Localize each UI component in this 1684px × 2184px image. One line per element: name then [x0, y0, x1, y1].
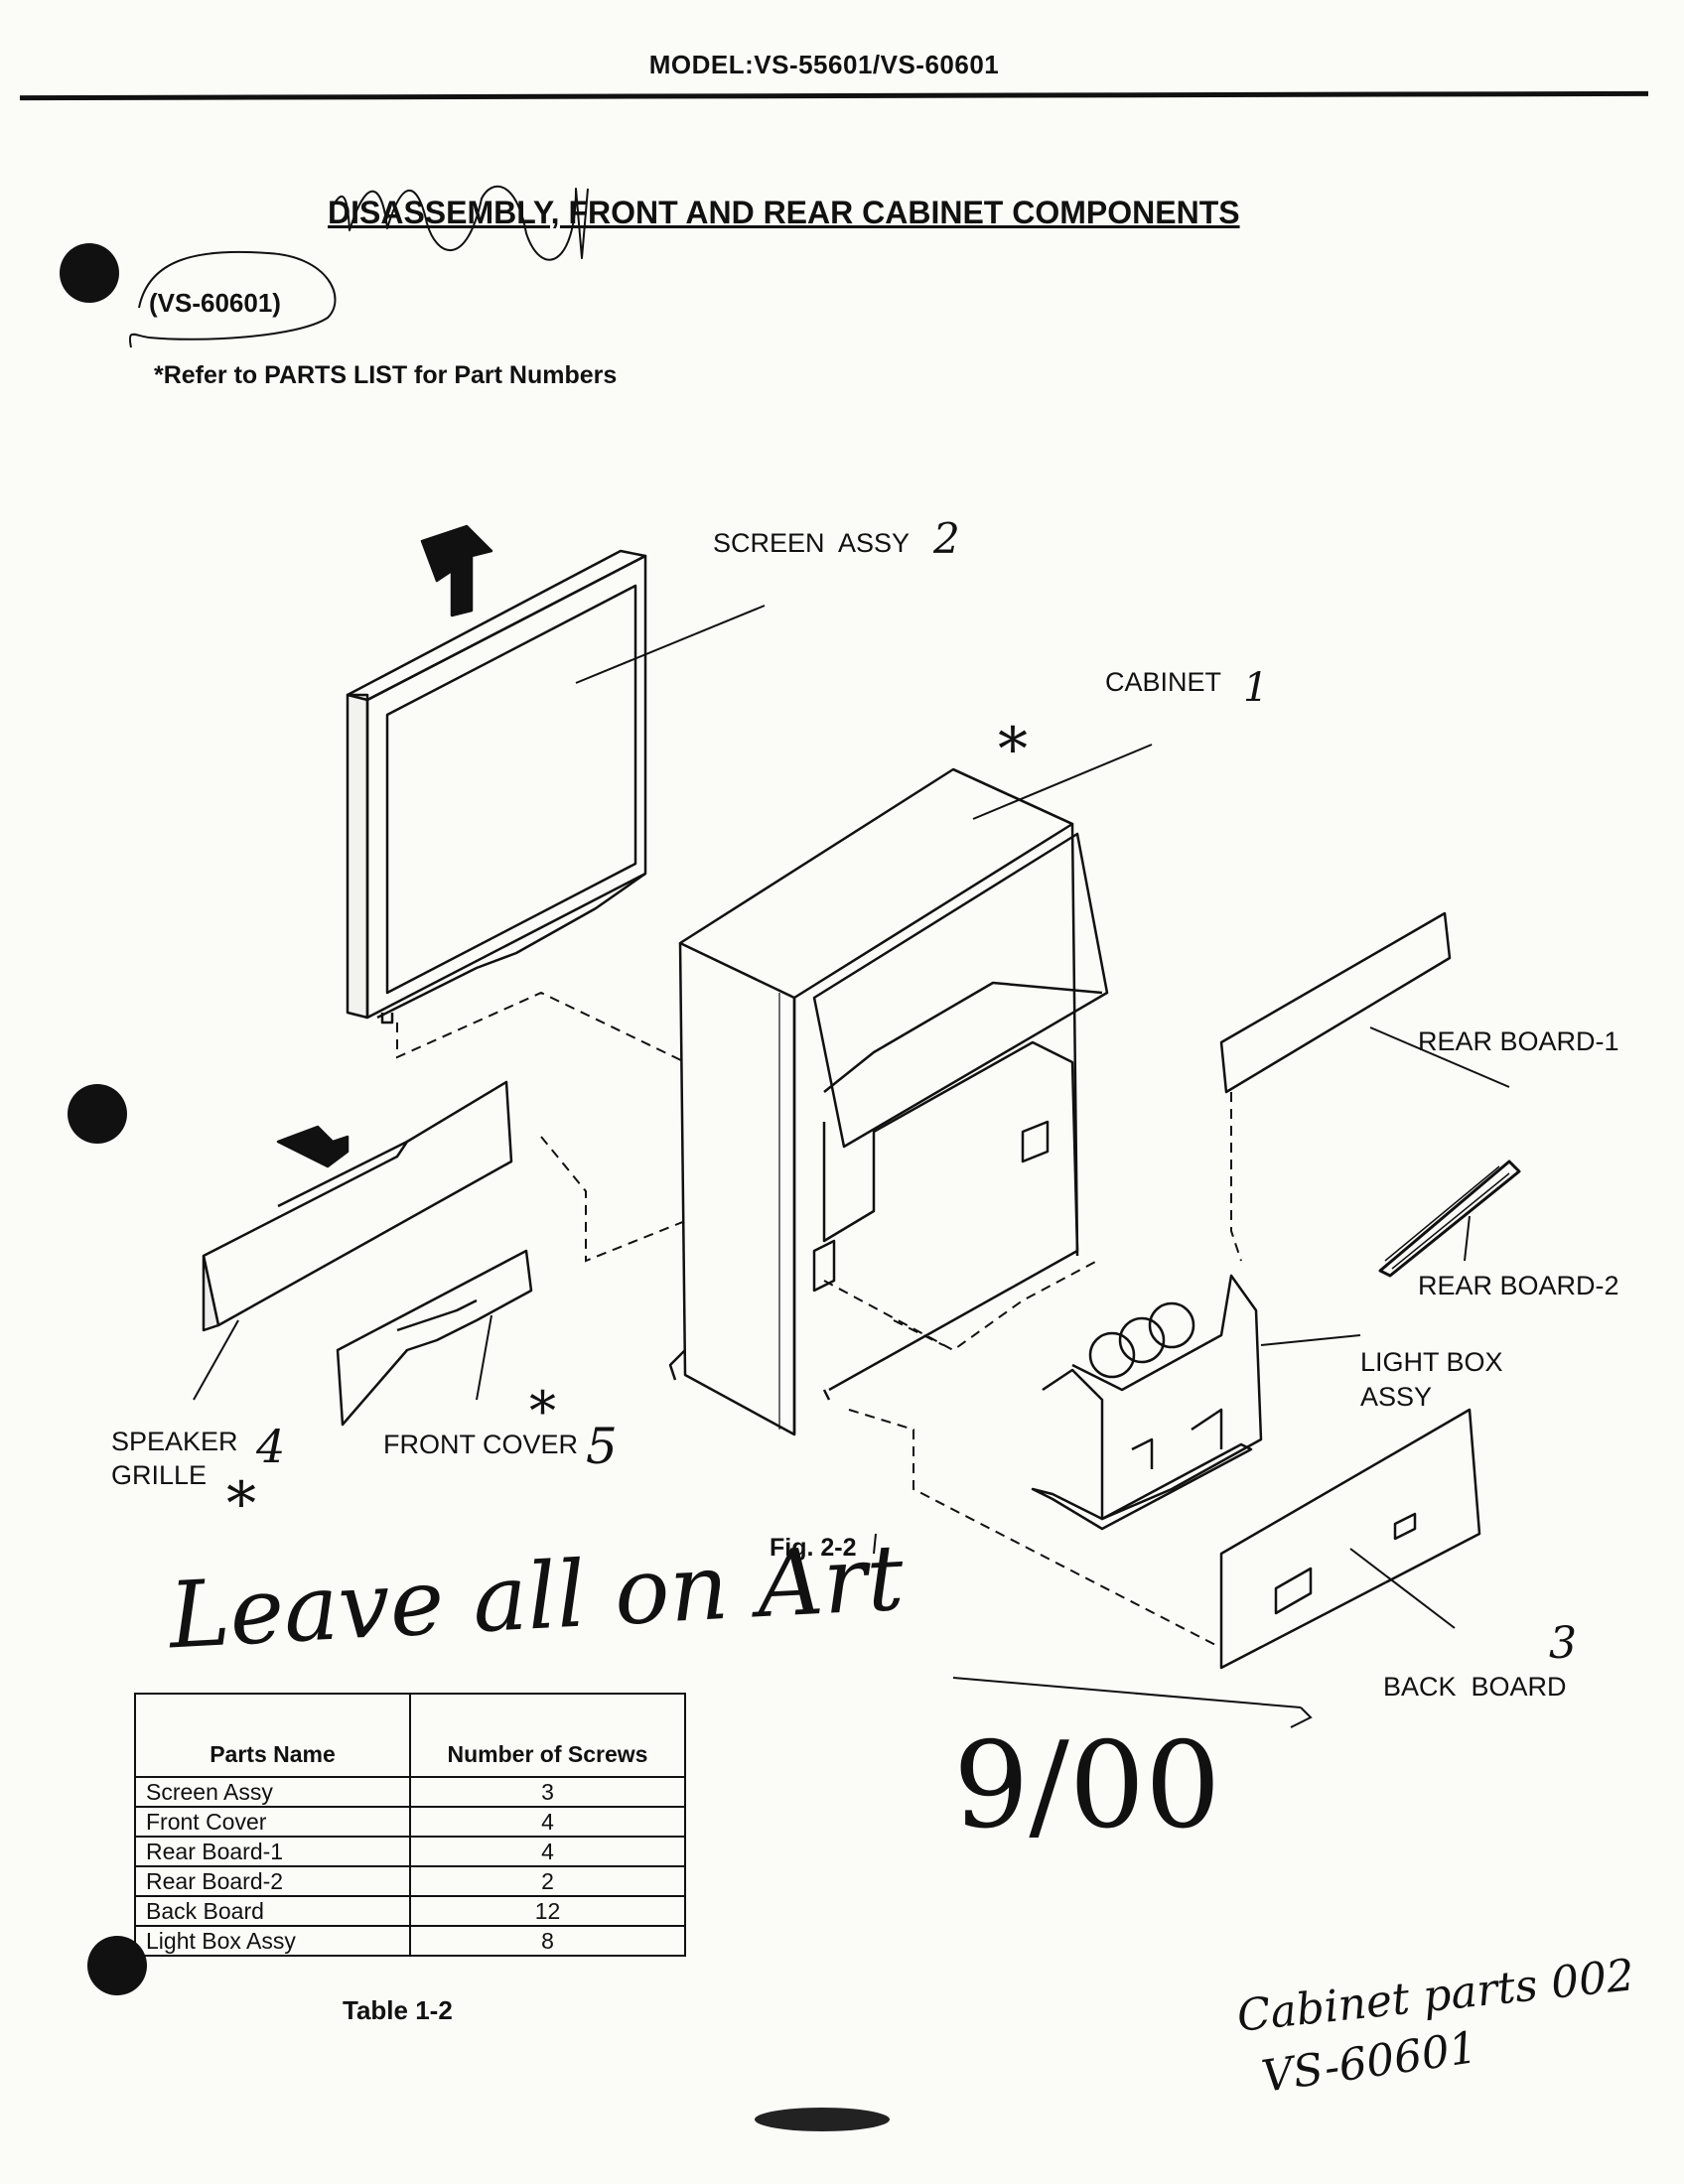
table-row: Screen Assy 3 [134, 1776, 686, 1808]
model-tag: (VS-60601) [149, 288, 281, 318]
part-name-cell: Rear Board-1 [134, 1836, 411, 1867]
refer-note: *Refer to PARTS LIST for Part Numbers [154, 361, 618, 389]
header-parts-name: Parts Name [134, 1693, 411, 1778]
handwritten-star-cabinet: * [998, 715, 1028, 784]
table-row: Back Board 12 [134, 1895, 686, 1927]
table-row: Front Cover 4 [134, 1806, 686, 1838]
figure-caption: Fig. 2-2 [770, 1534, 857, 1562]
handwritten-back-board-num: 3 [1549, 1618, 1577, 1669]
table-row: Rear Board-2 2 [134, 1865, 686, 1897]
header-number-of-screws: Number of Screws [409, 1693, 686, 1778]
screw-count-cell: 3 [409, 1776, 686, 1808]
screw-count-cell: 4 [409, 1806, 686, 1838]
label-front-cover: FRONT COVER [383, 1430, 579, 1459]
label-rear-board-1: REAR BOARD-1 [1418, 1026, 1619, 1056]
handwritten-amount: 9/00 [953, 1717, 1221, 1855]
table-header-row: Parts Name Number of Screws [134, 1693, 686, 1778]
label-speaker-line2: GRILLE [111, 1460, 208, 1490]
handwritten-screen-num: 2 [933, 514, 960, 563]
parts-screw-table: Parts Name Number of Screws Screen Assy … [134, 1693, 686, 1957]
label-back-board: BACK BOARD [1383, 1672, 1567, 1702]
punch-hole-top [60, 243, 119, 303]
label-light-box-line2: ASSY [1360, 1382, 1433, 1412]
handwritten-star-front-cover: * [529, 1380, 556, 1442]
screw-count-cell: 2 [409, 1865, 686, 1897]
handwritten-speaker-num: 4 [256, 1420, 286, 1473]
table-row: Rear Board-1 4 [134, 1836, 686, 1867]
label-rear-board-2: REAR BOARD-2 [1418, 1271, 1619, 1300]
part-name-cell: Light Box Assy [134, 1925, 411, 1957]
screw-count-cell: 12 [409, 1895, 686, 1927]
screw-count-cell: 4 [409, 1836, 686, 1867]
part-name-cell: Rear Board-2 [134, 1865, 411, 1897]
screw-count-cell: 8 [409, 1925, 686, 1957]
handwritten-cabinet-num: 1 [1243, 665, 1269, 711]
model-header: MODEL:VS-55601/VS-60601 [648, 50, 1000, 79]
handwritten-star-speaker: * [226, 1469, 256, 1539]
label-speaker-line1: SPEAKER [111, 1427, 238, 1456]
table-row: Light Box Assy 8 [134, 1925, 686, 1957]
label-light-box-line1: LIGHT BOX [1360, 1347, 1503, 1377]
part-name-cell: Front Cover [134, 1806, 411, 1838]
part-name-cell: Back Board [134, 1895, 411, 1927]
table-caption: Table 1-2 [343, 1995, 453, 2025]
punch-hole-middle [68, 1084, 127, 1144]
label-cabinet: CABINET [1105, 667, 1222, 697]
part-name-cell: Screen Assy [134, 1776, 411, 1808]
page-title: DISASSEMBLY, FRONT AND REAR CABINET COMP… [328, 195, 1240, 230]
label-screen-assy: SCREEN ASSY [713, 528, 911, 558]
handwritten-front-cover-num: 5 [586, 1418, 618, 1475]
